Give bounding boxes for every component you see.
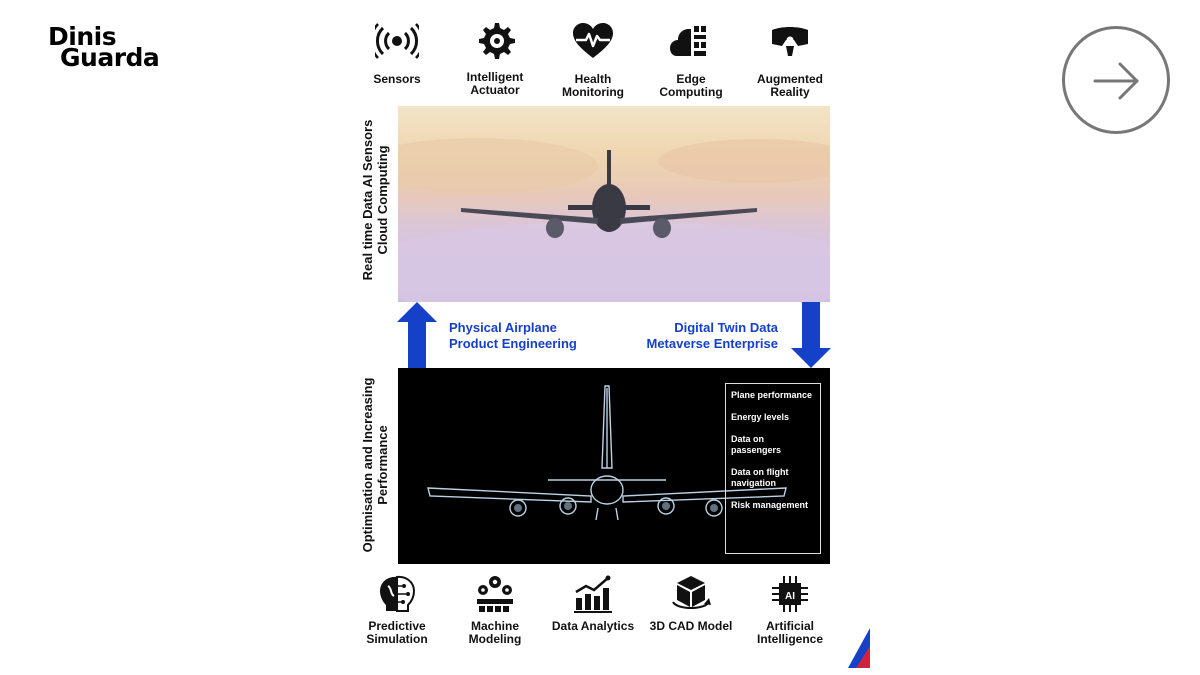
icon-item-predictive-simulation: Predictive Simulation xyxy=(352,574,442,646)
machine-gears-icon xyxy=(477,576,513,612)
left-label-bottom-line-2: Performance xyxy=(375,425,390,505)
heart-pulse-icon xyxy=(573,23,613,58)
icon-item-3d-cad-model: 3D CAD Model xyxy=(646,574,736,633)
icon-label: Edge Computing xyxy=(659,72,723,99)
digital-twin-label: Digital Twin Data Metaverse Enterprise xyxy=(600,320,778,352)
info-item: Risk management xyxy=(731,500,809,510)
icon-label: 3D CAD Model xyxy=(649,619,733,633)
icon-label: Artificial Intelligence xyxy=(756,619,824,646)
airplane-graphic xyxy=(461,150,757,238)
logo-line-2: Guarda xyxy=(60,43,160,72)
icon-item-augmented-reality: Augmented Reality xyxy=(745,24,835,99)
airplane-photo xyxy=(398,106,830,302)
hologram-airplane-graphic xyxy=(427,385,787,521)
digital-twin-hologram xyxy=(398,368,830,564)
info-item: Plane performance xyxy=(731,390,813,400)
arrow-right-icon xyxy=(1093,62,1139,100)
svg-text:AI: AI xyxy=(785,591,795,602)
icon-label: Health Monitoring xyxy=(562,72,624,99)
left-label-bottom-line-1: Optimisation and Increasing xyxy=(360,377,375,553)
icon-label: Intelligent Actuator xyxy=(466,70,524,97)
physical-airplane-line-1: Physical Airplane xyxy=(449,320,557,335)
left-label-top: Real time Data AI Sensors Cloud Computin… xyxy=(360,100,390,300)
brain-circuit-icon xyxy=(380,575,416,612)
icon-label: Augmented Reality xyxy=(757,72,823,99)
sensor-waves-icon xyxy=(375,23,419,59)
left-label-top-line-1: Real time Data AI Sensors xyxy=(360,119,375,281)
down-arrow-icon xyxy=(791,302,831,368)
digital-twin-line-1: Digital Twin Data xyxy=(674,320,778,335)
icon-item-artificial-intelligence: AI Artificial Intelligence xyxy=(745,574,835,646)
cube-3d-icon xyxy=(672,576,711,609)
corner-brand-mark xyxy=(848,628,870,668)
icon-item-sensors: Sensors xyxy=(352,22,442,86)
bar-chart-icon xyxy=(574,575,612,613)
edge-cloud-icon xyxy=(670,26,706,56)
twin-data-info-box: Plane performance Energy levels Data on … xyxy=(725,383,821,554)
logo-line-1: Dinis xyxy=(48,22,117,51)
info-item: Energy levels xyxy=(731,412,790,422)
icon-label: Sensors xyxy=(373,72,421,86)
icon-item-data-analytics: Data Analytics xyxy=(548,574,638,633)
vr-headset-icon xyxy=(772,27,808,56)
icon-item-edge-computing: Edge Computing xyxy=(646,22,736,99)
info-item: Data on passengers xyxy=(731,434,782,455)
icon-item-health-monitoring: Health Monitoring xyxy=(548,22,638,99)
icon-label: Machine Modeling xyxy=(468,619,522,646)
up-arrow-icon xyxy=(397,302,437,368)
physical-airplane-label: Physical Airplane Product Engineering xyxy=(449,320,577,352)
ai-chip-icon: AI xyxy=(772,576,808,612)
next-slide-button[interactable] xyxy=(1062,26,1170,134)
physical-airplane-line-2: Product Engineering xyxy=(449,336,577,351)
actuator-gear-icon xyxy=(479,23,515,59)
left-label-top-line-2: Cloud Computing xyxy=(375,145,390,255)
icon-item-intelligent-actuator: Intelligent Actuator xyxy=(450,20,540,97)
digital-twin-line-2: Metaverse Enterprise xyxy=(646,336,778,351)
icon-label: Predictive Simulation xyxy=(366,619,428,646)
icon-item-machine-modeling: Machine Modeling xyxy=(450,574,540,646)
dinis-guarda-logo: Dinis Guarda xyxy=(48,22,160,72)
info-item: Data on flight navigation xyxy=(731,467,789,488)
left-label-bottom: Optimisation and Increasing Performance xyxy=(360,350,390,580)
icon-label: Data Analytics xyxy=(551,619,635,633)
